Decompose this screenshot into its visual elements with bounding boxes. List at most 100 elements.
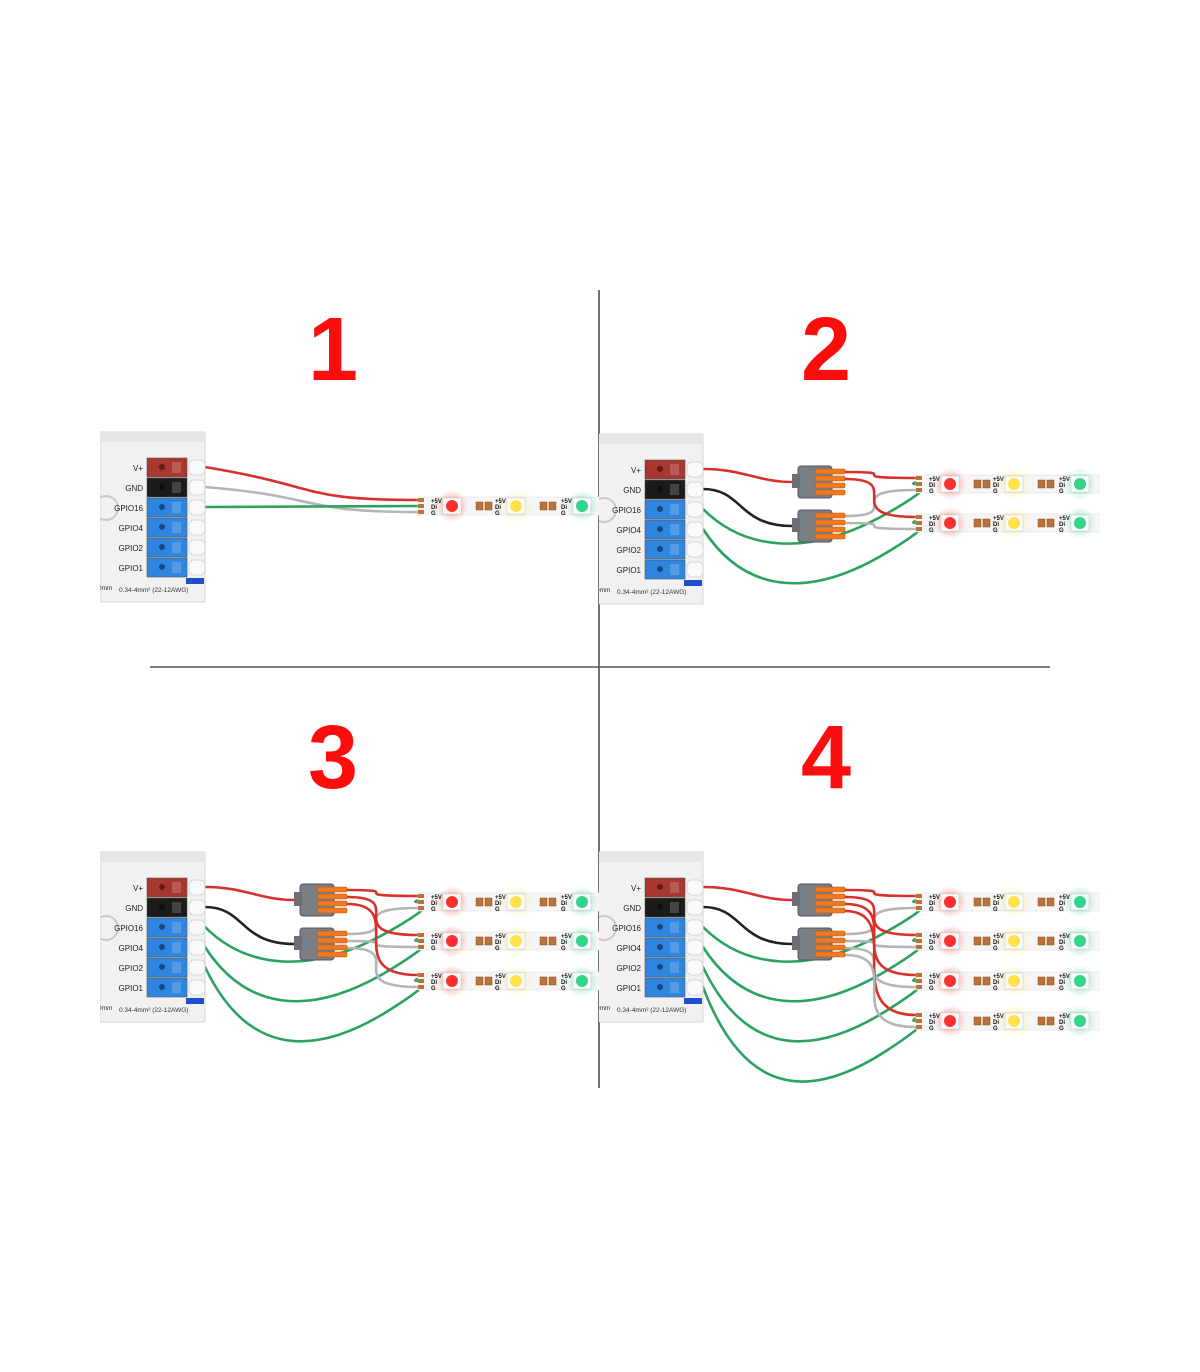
pad-label-power: +5V	[561, 499, 572, 505]
resistor	[484, 501, 493, 511]
terminal-block	[146, 477, 188, 498]
led-yellow	[1008, 896, 1020, 908]
pad-label-ground: G	[431, 511, 436, 517]
terminal-screw	[159, 544, 165, 550]
connector-lever	[814, 886, 846, 893]
terminal-label: GPIO4	[119, 524, 144, 533]
led-yellow	[1008, 935, 1020, 947]
wire	[843, 953, 918, 1029]
connector-inlet	[792, 936, 800, 950]
pad-label-data: Di	[1059, 483, 1065, 489]
pad-label-ground: G	[993, 489, 998, 495]
terminal-label: GPIO1	[119, 564, 144, 573]
pad-label-power: +5V	[929, 895, 940, 901]
terminal-lever	[172, 902, 181, 913]
pad-label-data: Di	[495, 980, 501, 986]
pad-label-ground: G	[561, 511, 566, 517]
wire-port	[686, 521, 704, 538]
terminal-lever	[670, 564, 679, 575]
terminal-label: GPIO16	[612, 924, 641, 933]
led-red	[446, 975, 458, 987]
solder-pad	[418, 933, 424, 937]
terminal-lever	[172, 502, 181, 513]
terminal-lever	[670, 982, 679, 993]
pad-label-power: +5V	[495, 895, 506, 901]
terminal-label: GPIO4	[617, 944, 642, 953]
pad-label-ground: G	[1059, 907, 1064, 913]
terminal-label: GPIO2	[119, 964, 144, 973]
resistor	[475, 501, 484, 511]
solder-pad	[916, 945, 922, 949]
led-green	[1074, 1015, 1086, 1027]
resistor	[973, 518, 982, 528]
connector-lever	[814, 489, 846, 496]
led-red	[944, 896, 956, 908]
led-yellow	[510, 896, 522, 908]
resistor	[548, 501, 557, 511]
terminal-screw	[657, 884, 663, 890]
terminal-screw	[159, 884, 165, 890]
pad-label-power: +5V	[993, 895, 1004, 901]
connector-inlet	[792, 892, 800, 906]
led-yellow	[510, 975, 522, 987]
pad-label-ground: G	[929, 946, 934, 952]
terminal-lever	[670, 882, 679, 893]
resistor	[1037, 479, 1046, 489]
wire	[203, 504, 420, 509]
terminal-screw	[657, 546, 663, 552]
resistor	[1046, 936, 1055, 946]
panel-3: 3+5VDiG+5VDiG+5VDiG+5VDiG+5VDiG+5VDiG+5V…	[100, 708, 599, 1043]
terminal-label: GPIO4	[119, 944, 144, 953]
terminal-label: GPIO2	[617, 964, 642, 973]
terminal-block	[644, 917, 686, 938]
terminal-block	[146, 877, 188, 898]
terminal-screw	[159, 944, 165, 950]
wire-port	[188, 919, 206, 936]
connector-lever	[814, 951, 846, 958]
terminal-screw	[159, 964, 165, 970]
wire-port	[188, 519, 206, 536]
pad-label-data: Di	[929, 940, 935, 946]
mounting-hole	[100, 915, 119, 941]
connector-lever	[316, 900, 348, 907]
terminal-label: GPIO16	[114, 924, 143, 933]
pad-label-data: Di	[431, 505, 437, 511]
led-green	[1074, 478, 1086, 490]
wire-port	[188, 899, 206, 916]
solder-pad	[418, 906, 424, 910]
terminal-label: GND	[125, 484, 143, 493]
wire-port	[188, 939, 206, 956]
wire-port	[686, 561, 704, 578]
terminal-lever	[172, 542, 181, 553]
led-green	[1074, 517, 1086, 529]
resistor	[1104, 480, 1111, 488]
pad-label-power: +5V	[1059, 516, 1070, 522]
terminal-block	[146, 957, 188, 978]
resistor	[982, 1016, 991, 1026]
panel-number: 3	[308, 708, 358, 808]
terminal-label: GPIO1	[119, 984, 144, 993]
connector-inlet	[792, 474, 800, 488]
pad-label-data: Di	[929, 522, 935, 528]
wire	[701, 885, 794, 902]
wire-port	[686, 541, 704, 558]
terminal-lever	[172, 942, 181, 953]
pad-label-data: Di	[1059, 1020, 1065, 1026]
pad-label-data: Di	[993, 980, 999, 986]
pad-label-ground: G	[561, 986, 566, 992]
solder-pad	[418, 979, 424, 983]
pad-label-data: Di	[1059, 522, 1065, 528]
wire	[843, 521, 918, 531]
connector-lever	[814, 468, 846, 475]
connector-lever	[814, 533, 846, 540]
wire	[843, 888, 918, 898]
terminal-lever	[172, 982, 181, 993]
solder-pad	[418, 973, 424, 977]
terminal-block	[146, 897, 188, 918]
resistor	[548, 897, 557, 907]
pad-label-data: Di	[495, 901, 501, 907]
connector-lever	[814, 482, 846, 489]
pad-label-data: Di	[561, 901, 567, 907]
terminal-block	[644, 499, 686, 520]
